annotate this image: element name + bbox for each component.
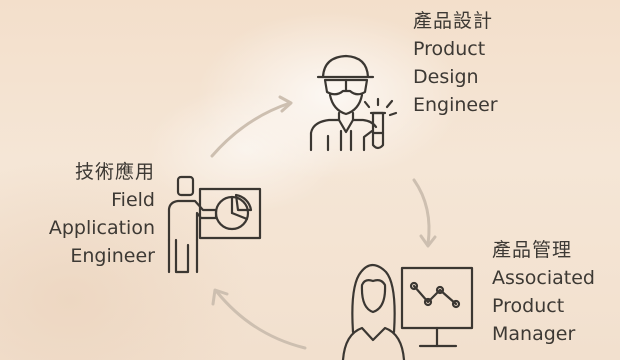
cycle-arrow-design-to-apm — [412, 178, 437, 248]
apm-en-line-1: Associated — [492, 267, 595, 289]
design-en-line-2: Design — [413, 66, 479, 88]
design-en-line-3: Engineer — [413, 94, 498, 116]
cycle-arrow-field-to-design — [210, 95, 293, 158]
design-zh-label: 產品設計 — [413, 10, 494, 32]
label-associated-product-manager: 產品管理 Associated Product Manager — [492, 236, 595, 348]
woman-with-line-chart-monitor-icon — [341, 263, 474, 360]
scientist-with-test-tube-icon — [309, 54, 398, 152]
cycle-arrow-apm-to-field — [211, 288, 307, 350]
field-zh-label: 技術應用 — [74, 161, 155, 183]
field-en-line-3: Engineer — [70, 245, 155, 267]
apm-en-line-3: Manager — [492, 323, 576, 345]
label-product-design-engineer: 產品設計 Product Design Engineer — [413, 7, 498, 119]
field-en-line-2: Application — [48, 217, 155, 239]
apm-en-line-2: Product — [492, 295, 565, 317]
apm-zh-label: 產品管理 — [492, 239, 573, 261]
field-en-line-1: Field — [111, 189, 155, 211]
design-en-line-1: Product — [413, 38, 486, 60]
presenter-with-pie-chart-icon — [167, 175, 262, 274]
label-field-application-engineer: 技術應用 Field Application Engineer — [49, 158, 155, 270]
